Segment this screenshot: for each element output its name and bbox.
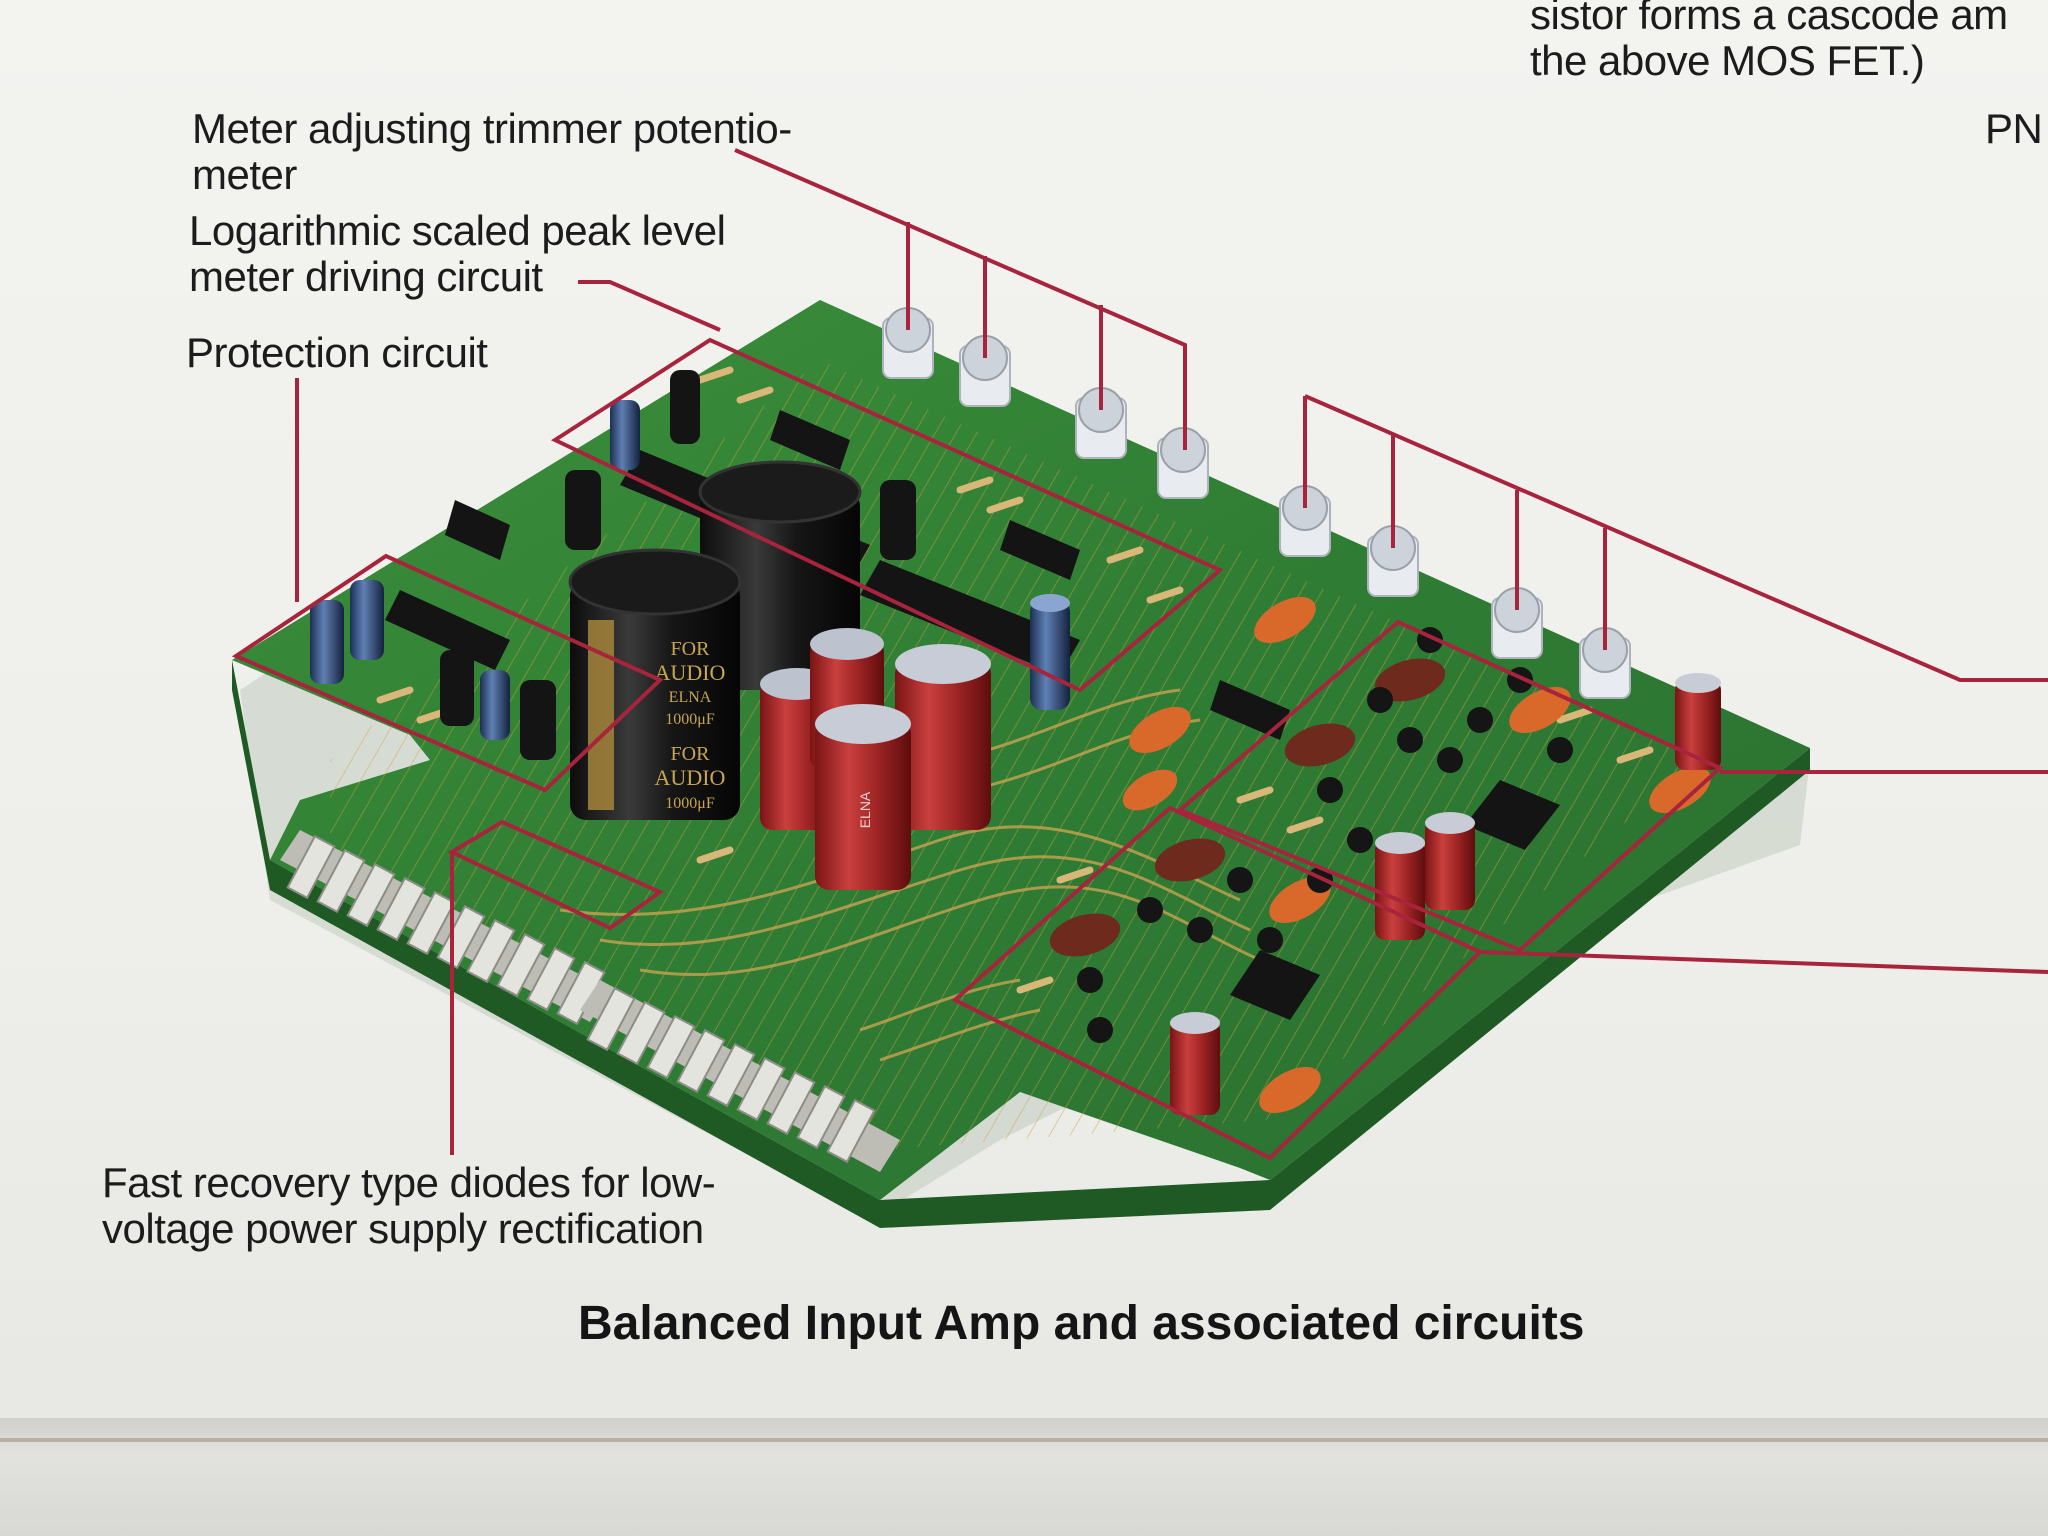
big-cap-text-5: FOR — [671, 743, 711, 765]
edge-connector-right — [580, 980, 900, 1172]
big-cap-text-6: AUDIO — [655, 765, 726, 790]
top-text-fragment-3: PN — [1985, 105, 2043, 152]
label-meter-trimmer-1: Meter adjusting trimmer potentio- — [192, 105, 792, 152]
top-text-fragment-1: sistor forms a cascode am — [1530, 0, 2008, 38]
figure-caption: Balanced Input Amp and associated circui… — [578, 1297, 1585, 1350]
blue-capacitors — [310, 370, 1070, 760]
label-log-meter-1: Logarithmic scaled peak level — [189, 207, 726, 254]
big-cap-text-2: AUDIO — [655, 660, 726, 685]
label-meter-trimmer-2: meter — [192, 151, 297, 198]
big-cap-text-3: ELNA — [669, 689, 712, 706]
big-cap-text-1: FOR — [671, 638, 711, 660]
brown-capacitors — [1049, 658, 1446, 957]
page-edge-rule — [0, 1438, 2048, 1442]
big-cap-text-4: 1000μF — [665, 711, 715, 728]
red-capacitors: ELNA — [760, 628, 1721, 1115]
page-bottom-edge — [0, 1418, 2048, 1536]
big-cap-text-7: 1000μF — [665, 795, 715, 812]
label-diodes-1: Fast recovery type diodes for low- — [102, 1159, 716, 1206]
small-cap-text: ELNA — [857, 791, 873, 828]
board-edge — [232, 660, 1810, 1228]
label-log-meter-2: meter driving circuit — [189, 253, 543, 300]
edge-connector-left — [280, 830, 610, 1026]
callout-lines — [231, 148, 2048, 1161]
large-black-capacitors: FOR AUDIO ELNA 1000μF FOR AUDIO 1000μF — [568, 460, 862, 820]
label-diodes-2: voltage power supply rectification — [102, 1205, 704, 1252]
top-text-fragment-2: the above MOS FET.) — [1530, 37, 1925, 84]
label-protection: Protection circuit — [186, 329, 488, 376]
